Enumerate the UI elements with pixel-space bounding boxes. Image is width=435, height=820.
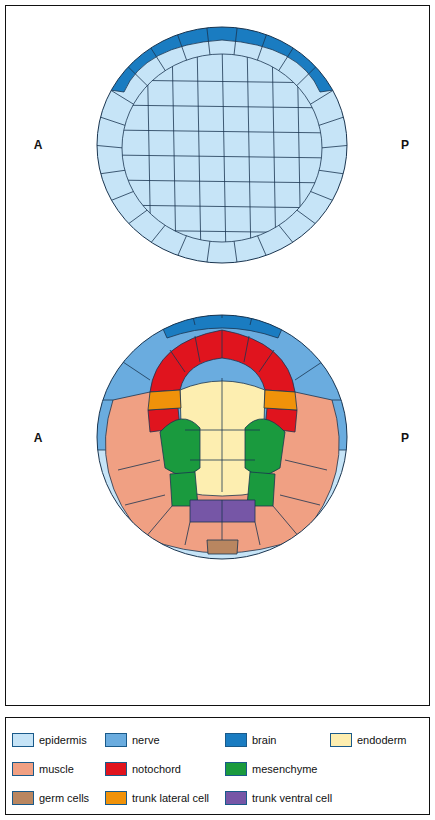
cell-wall	[197, 40, 201, 260]
legend-label: notochord	[132, 763, 181, 775]
cell-wall	[259, 350, 274, 372]
axis-label: A	[34, 138, 43, 152]
cell-wall	[110, 155, 335, 158]
cell-wall	[222, 378, 223, 492]
cell-wall	[190, 305, 195, 325]
legend-item: endoderm	[330, 733, 407, 747]
legend-swatch	[12, 791, 34, 805]
cell-wall	[234, 239, 238, 267]
legend-item: mesenchyme	[225, 762, 317, 776]
legend-item: germ cells	[12, 791, 89, 805]
legend-label: epidermis	[39, 734, 87, 746]
cell-wall	[110, 130, 335, 133]
legend-swatch	[105, 762, 127, 776]
cell-wall	[250, 305, 255, 325]
legend-item: muscle	[12, 762, 74, 776]
legend-item: nerve	[105, 733, 160, 747]
cell-wall	[125, 495, 165, 505]
legend-swatch	[225, 762, 247, 776]
legend-swatch	[105, 733, 127, 747]
cell-wall	[247, 40, 251, 260]
cell-wall	[185, 430, 260, 431]
legend-frame	[6, 718, 430, 815]
cell-wall	[148, 224, 166, 247]
legend-item: epidermis	[12, 733, 87, 747]
cell-wall	[185, 522, 190, 545]
cell-wall	[176, 234, 187, 260]
cell-wall	[110, 230, 335, 233]
legend-label: germ cells	[39, 792, 89, 804]
cell-wall	[297, 40, 301, 260]
cell-wall	[206, 239, 210, 267]
cell-wall	[280, 495, 320, 505]
cell-wall	[222, 522, 223, 540]
legend-label: nerve	[132, 734, 160, 746]
legend-item: brain	[225, 733, 276, 747]
legend-label: mesenchyme	[252, 763, 317, 775]
legend-item: trunk lateral cell	[105, 791, 209, 805]
cell-wall	[332, 400, 345, 401]
cell-wall	[145, 506, 172, 538]
cell-wall	[295, 209, 319, 227]
cell-wall	[120, 360, 150, 380]
axis-label: A	[34, 431, 43, 445]
cell-wall	[272, 40, 276, 260]
cell-wall	[118, 460, 160, 470]
legend-swatch	[330, 733, 352, 747]
bottom-embryo	[90, 300, 355, 559]
cell-wall	[195, 336, 200, 362]
cell-wall	[244, 336, 249, 362]
legend-item: notochord	[105, 762, 181, 776]
cell-wall	[255, 522, 260, 545]
figure-frame	[6, 6, 430, 706]
legend-label: trunk ventral cell	[252, 792, 332, 804]
cell-wall	[222, 330, 223, 358]
cell-wall	[172, 40, 176, 260]
cell-wall	[125, 209, 149, 227]
legend-swatch	[105, 791, 127, 805]
cell-wall	[100, 400, 113, 401]
legend-label: muscle	[39, 763, 74, 775]
axis-label: P	[401, 138, 409, 152]
legend-label: trunk lateral cell	[132, 792, 209, 804]
legend-label: brain	[252, 734, 276, 746]
cell-wall	[273, 506, 300, 538]
cell-wall	[147, 40, 151, 260]
cell-wall	[190, 460, 255, 461]
cell-wall	[222, 40, 226, 260]
cell-wall	[170, 350, 185, 372]
cell-wall	[110, 180, 335, 183]
legend-swatch	[12, 762, 34, 776]
cell-wall	[257, 234, 268, 260]
cell-wall	[110, 105, 335, 108]
top-embryo	[92, 23, 352, 267]
cell-wall	[222, 500, 223, 522]
legend-label: endoderm	[357, 734, 407, 746]
cell-wall	[295, 360, 325, 380]
cell-wall	[285, 460, 327, 470]
legend-swatch	[12, 733, 34, 747]
legend-item: trunk ventral cell	[225, 791, 332, 805]
cell-wall	[278, 224, 296, 247]
cell-wall	[110, 205, 335, 208]
cell-wall	[110, 80, 335, 83]
legend-swatch	[225, 733, 247, 747]
legend-swatch	[225, 791, 247, 805]
axis-label: P	[401, 431, 409, 445]
